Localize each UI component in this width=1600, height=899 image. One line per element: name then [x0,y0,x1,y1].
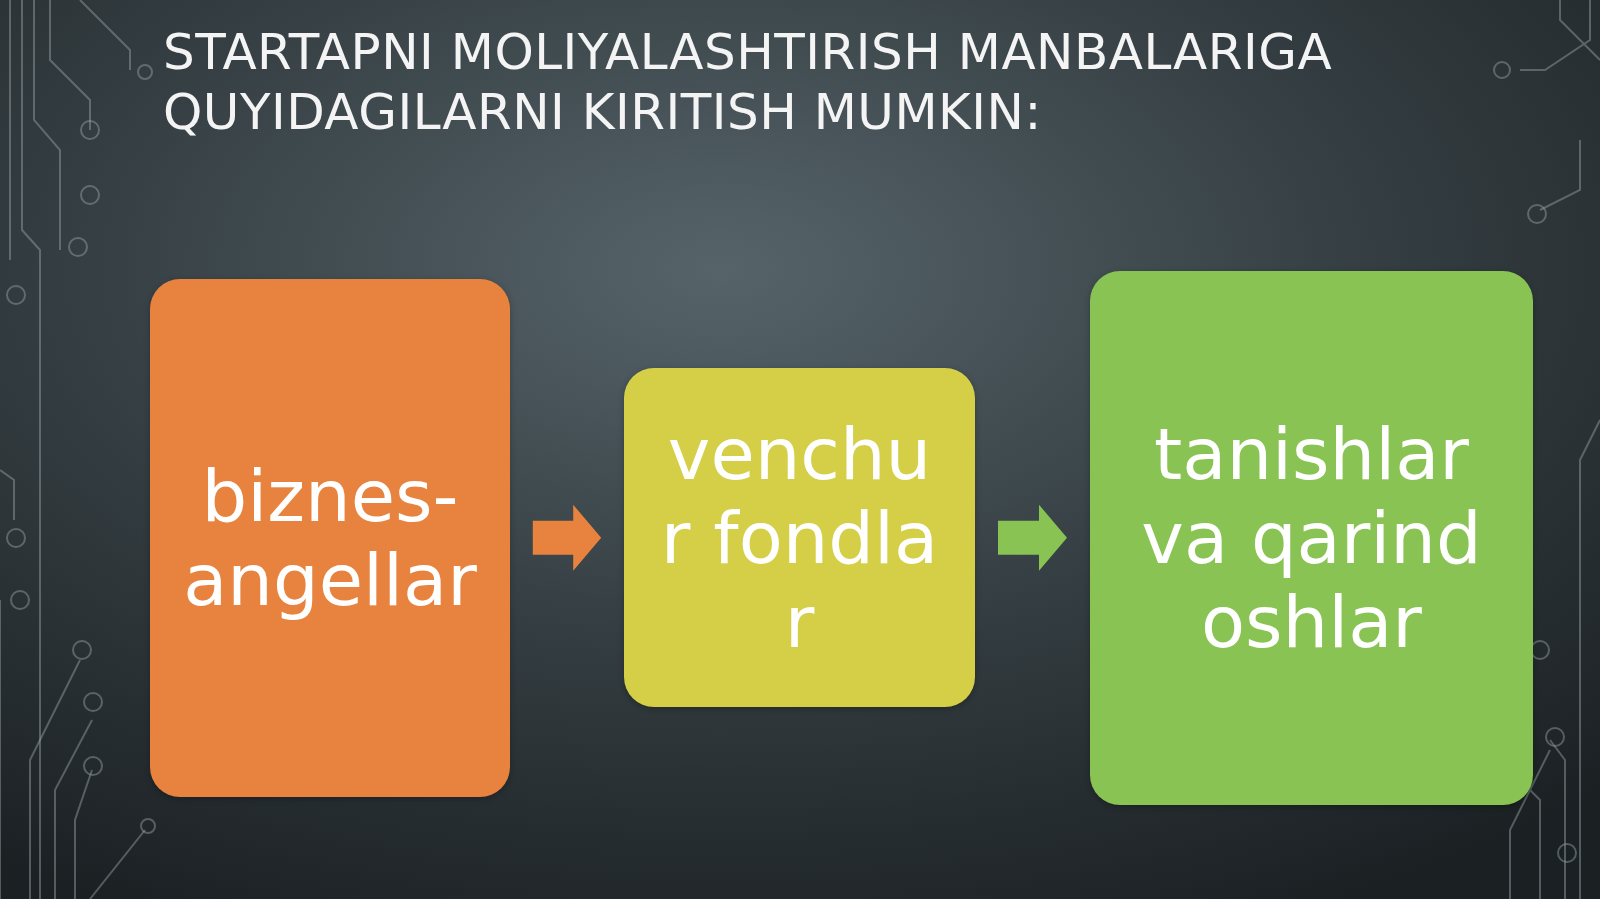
block-arrow [998,505,1067,571]
circuit-node [81,186,99,204]
process-box: tanishlar va qarindoshlar [1090,271,1533,805]
circuit-node [69,238,87,256]
circuit-line [10,0,130,899]
circuit-node [84,693,102,711]
circuit-line [0,470,145,899]
circuit-node [1494,62,1510,78]
block-arrow [533,505,601,571]
circuit-node [84,757,102,775]
circuit-node [141,819,155,833]
process-box: venchur fondlar [624,368,975,707]
process-box: biznes-angellar [150,279,510,797]
slide-title: STARTAPNI MOLIYALASHTIRISH MANBALARIGA Q… [163,22,1393,142]
box-label: biznes-angellar [180,454,480,622]
circuit-node [7,286,25,304]
circuit-node [11,591,29,609]
circuit-node [1528,205,1546,223]
box-label: tanishlar va qarindoshlar [1140,412,1483,664]
circuit-node [1546,728,1564,746]
circuit-node [7,529,25,547]
circuit-node [138,65,152,79]
box-label: venchur fondlar [658,412,941,664]
circuit-node [81,121,99,139]
circuit-node [1531,641,1549,659]
circuit-node [73,641,91,659]
circuit-node [1558,844,1576,862]
